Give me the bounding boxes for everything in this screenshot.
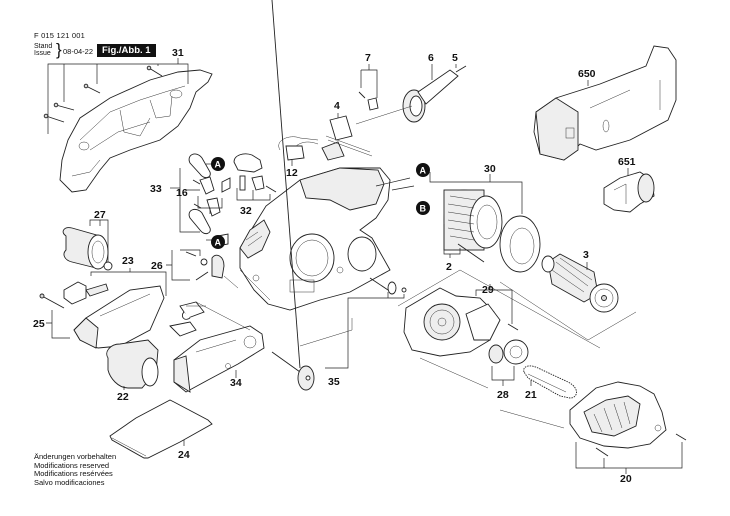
part-27-idler-roller[interactable] — [62, 227, 113, 271]
brace-glyph: } — [56, 40, 62, 59]
part-651-dust-adapter[interactable] — [603, 171, 655, 213]
assembly-outline-armature — [499, 281, 637, 341]
svg-text:A: A — [420, 166, 427, 176]
assembly-outline-gearbox — [397, 269, 601, 349]
part-label-25[interactable]: 25 — [33, 318, 45, 330]
part-label-4[interactable]: 4 — [334, 100, 340, 112]
leader-32 — [236, 188, 271, 201]
part-33-switch-assembly[interactable] — [188, 153, 231, 247]
part-6-cord-grommet[interactable] — [355, 69, 459, 125]
assembly-outline-cover — [499, 409, 565, 429]
issue-date: 08-04-22 — [63, 47, 94, 56]
leader-35 — [325, 292, 405, 369]
callout-b-motor: B — [416, 201, 430, 215]
leader-33 — [179, 168, 200, 233]
part-7-cord-clamp[interactable] — [358, 91, 379, 111]
part-29-gear-housing[interactable] — [403, 287, 519, 357]
notice-fr: Modifications resérvées — [34, 469, 113, 478]
part-26-lever[interactable] — [185, 251, 225, 281]
notice-en: Modifications reserved — [34, 460, 110, 470]
issue-label: Issue — [34, 50, 51, 57]
part-label-650[interactable]: 650 — [578, 68, 596, 80]
part-label-29[interactable]: 29 — [482, 284, 494, 296]
part-34-platen-frame[interactable] — [173, 325, 265, 393]
assembly-outline-misc — [195, 269, 271, 331]
leader-28 — [491, 366, 515, 381]
stand-issue-label: Stand Issue — [34, 43, 52, 57]
svg-text:A: A — [215, 238, 222, 248]
part-label-20[interactable]: 20 — [620, 473, 632, 485]
assembly-outline-frame — [299, 318, 353, 347]
leader-27 — [89, 219, 109, 262]
part-35-drive-shaft[interactable] — [271, 0, 315, 391]
part-label-24[interactable]: 24 — [178, 449, 190, 461]
part-32-brush-holder[interactable] — [233, 153, 277, 193]
callout-a-top: A — [206, 157, 225, 171]
leader-25 — [46, 310, 70, 339]
callout-a-motor: A — [416, 163, 430, 177]
part-label-16[interactable]: 16 — [176, 187, 188, 199]
part-22-front-roller-bracket[interactable] — [106, 321, 197, 389]
part-650-dust-bag[interactable] — [533, 45, 677, 161]
part-label-5[interactable]: 5 — [452, 52, 458, 64]
part-label-31[interactable]: 31 — [172, 47, 184, 59]
part-24-platen-plate[interactable] — [109, 399, 213, 459]
part-label-3[interactable]: 3 — [583, 249, 589, 261]
leader-20 — [575, 442, 683, 469]
part-label-26[interactable]: 26 — [151, 260, 163, 272]
modifications-notice: Änderungen vorbehalten Modifications res… — [34, 452, 117, 487]
part-label-12[interactable]: 12 — [286, 167, 298, 179]
callout-a-bottom: A — [206, 235, 225, 249]
part-label-23[interactable]: 23 — [122, 255, 134, 267]
part-label-34[interactable]: 34 — [230, 377, 242, 389]
part-35-pinion[interactable] — [369, 277, 407, 295]
figure-label: Fig./Abb. 1 — [97, 44, 156, 57]
part-5-power-cord[interactable] — [455, 65, 467, 73]
part-30-field-coil[interactable] — [443, 189, 541, 273]
leader-30 — [429, 172, 523, 214]
part-28-gears[interactable] — [488, 339, 529, 365]
part-label-28[interactable]: 28 — [497, 389, 509, 401]
svg-text:A: A — [215, 160, 222, 170]
part-label-22[interactable]: 22 — [117, 391, 129, 403]
part-motor-housing[interactable] — [239, 167, 391, 311]
part-label-32[interactable]: 32 — [240, 205, 252, 217]
part-25-base-frame[interactable] — [39, 285, 165, 349]
leader-26 — [166, 249, 201, 281]
svg-text:B: B — [420, 204, 427, 214]
leader-31 — [47, 63, 189, 134]
part-21-drive-belt[interactable] — [523, 365, 577, 399]
leader-2 — [443, 224, 461, 255]
leader-23 — [90, 268, 167, 296]
part-label-35[interactable]: 35 — [328, 376, 340, 388]
part-label-2[interactable]: 2 — [446, 261, 452, 273]
part-label-33[interactable]: 33 — [150, 183, 162, 195]
part-20-belt-cover[interactable] — [569, 381, 687, 457]
part-23-tensioner[interactable] — [63, 281, 206, 320]
part-label-651[interactable]: 651 — [618, 156, 636, 168]
part-3-armature[interactable] — [541, 253, 619, 313]
part-label-30[interactable]: 30 — [484, 163, 496, 175]
part-31-housing-cover[interactable] — [43, 65, 213, 193]
leader-housing-ab — [375, 177, 415, 191]
part-label-27[interactable]: 27 — [94, 209, 106, 221]
leader-7 — [360, 69, 378, 98]
assembly-outline-gearbox-lower — [419, 357, 489, 389]
part-label-7[interactable]: 7 — [365, 52, 371, 64]
part-4-switch[interactable] — [321, 115, 373, 161]
part-label-6[interactable]: 6 — [428, 52, 434, 64]
part-12-capacitor[interactable] — [278, 136, 319, 161]
notice-de: Änderungen vorbehalten — [34, 452, 117, 461]
notice-es: Salvo modificaciones — [34, 477, 105, 487]
part-label-21[interactable]: 21 — [525, 389, 537, 401]
document-code: F 015 121 001 — [34, 31, 85, 40]
part-2-screw[interactable] — [457, 243, 485, 263]
stand-label: Stand — [34, 43, 53, 50]
